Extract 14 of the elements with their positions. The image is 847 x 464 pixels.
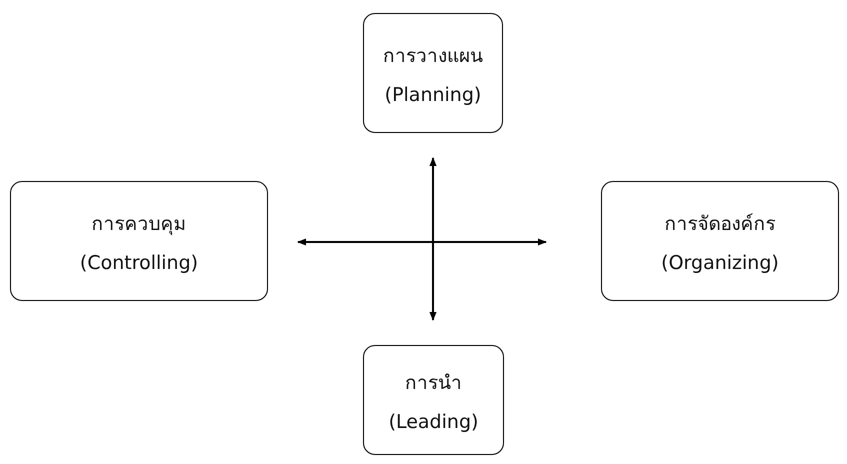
rounded-box [363, 345, 504, 455]
english-label: (Planning) [384, 84, 482, 106]
rounded-box [601, 181, 839, 301]
english-label: (Leading) [388, 411, 478, 433]
thai-label: การควบคุม [92, 212, 186, 237]
thai-label: การวางแผน [383, 44, 483, 69]
rounded-box [363, 13, 503, 133]
english-label: (Organizing) [661, 252, 779, 274]
thai-label: การนำ [405, 371, 462, 396]
double-arrow [429, 157, 437, 321]
double-arrow [297, 238, 547, 246]
thai-label: การจัดองค์กร [664, 212, 776, 237]
english-label: (Controlling) [80, 252, 198, 274]
rounded-box [10, 181, 268, 301]
